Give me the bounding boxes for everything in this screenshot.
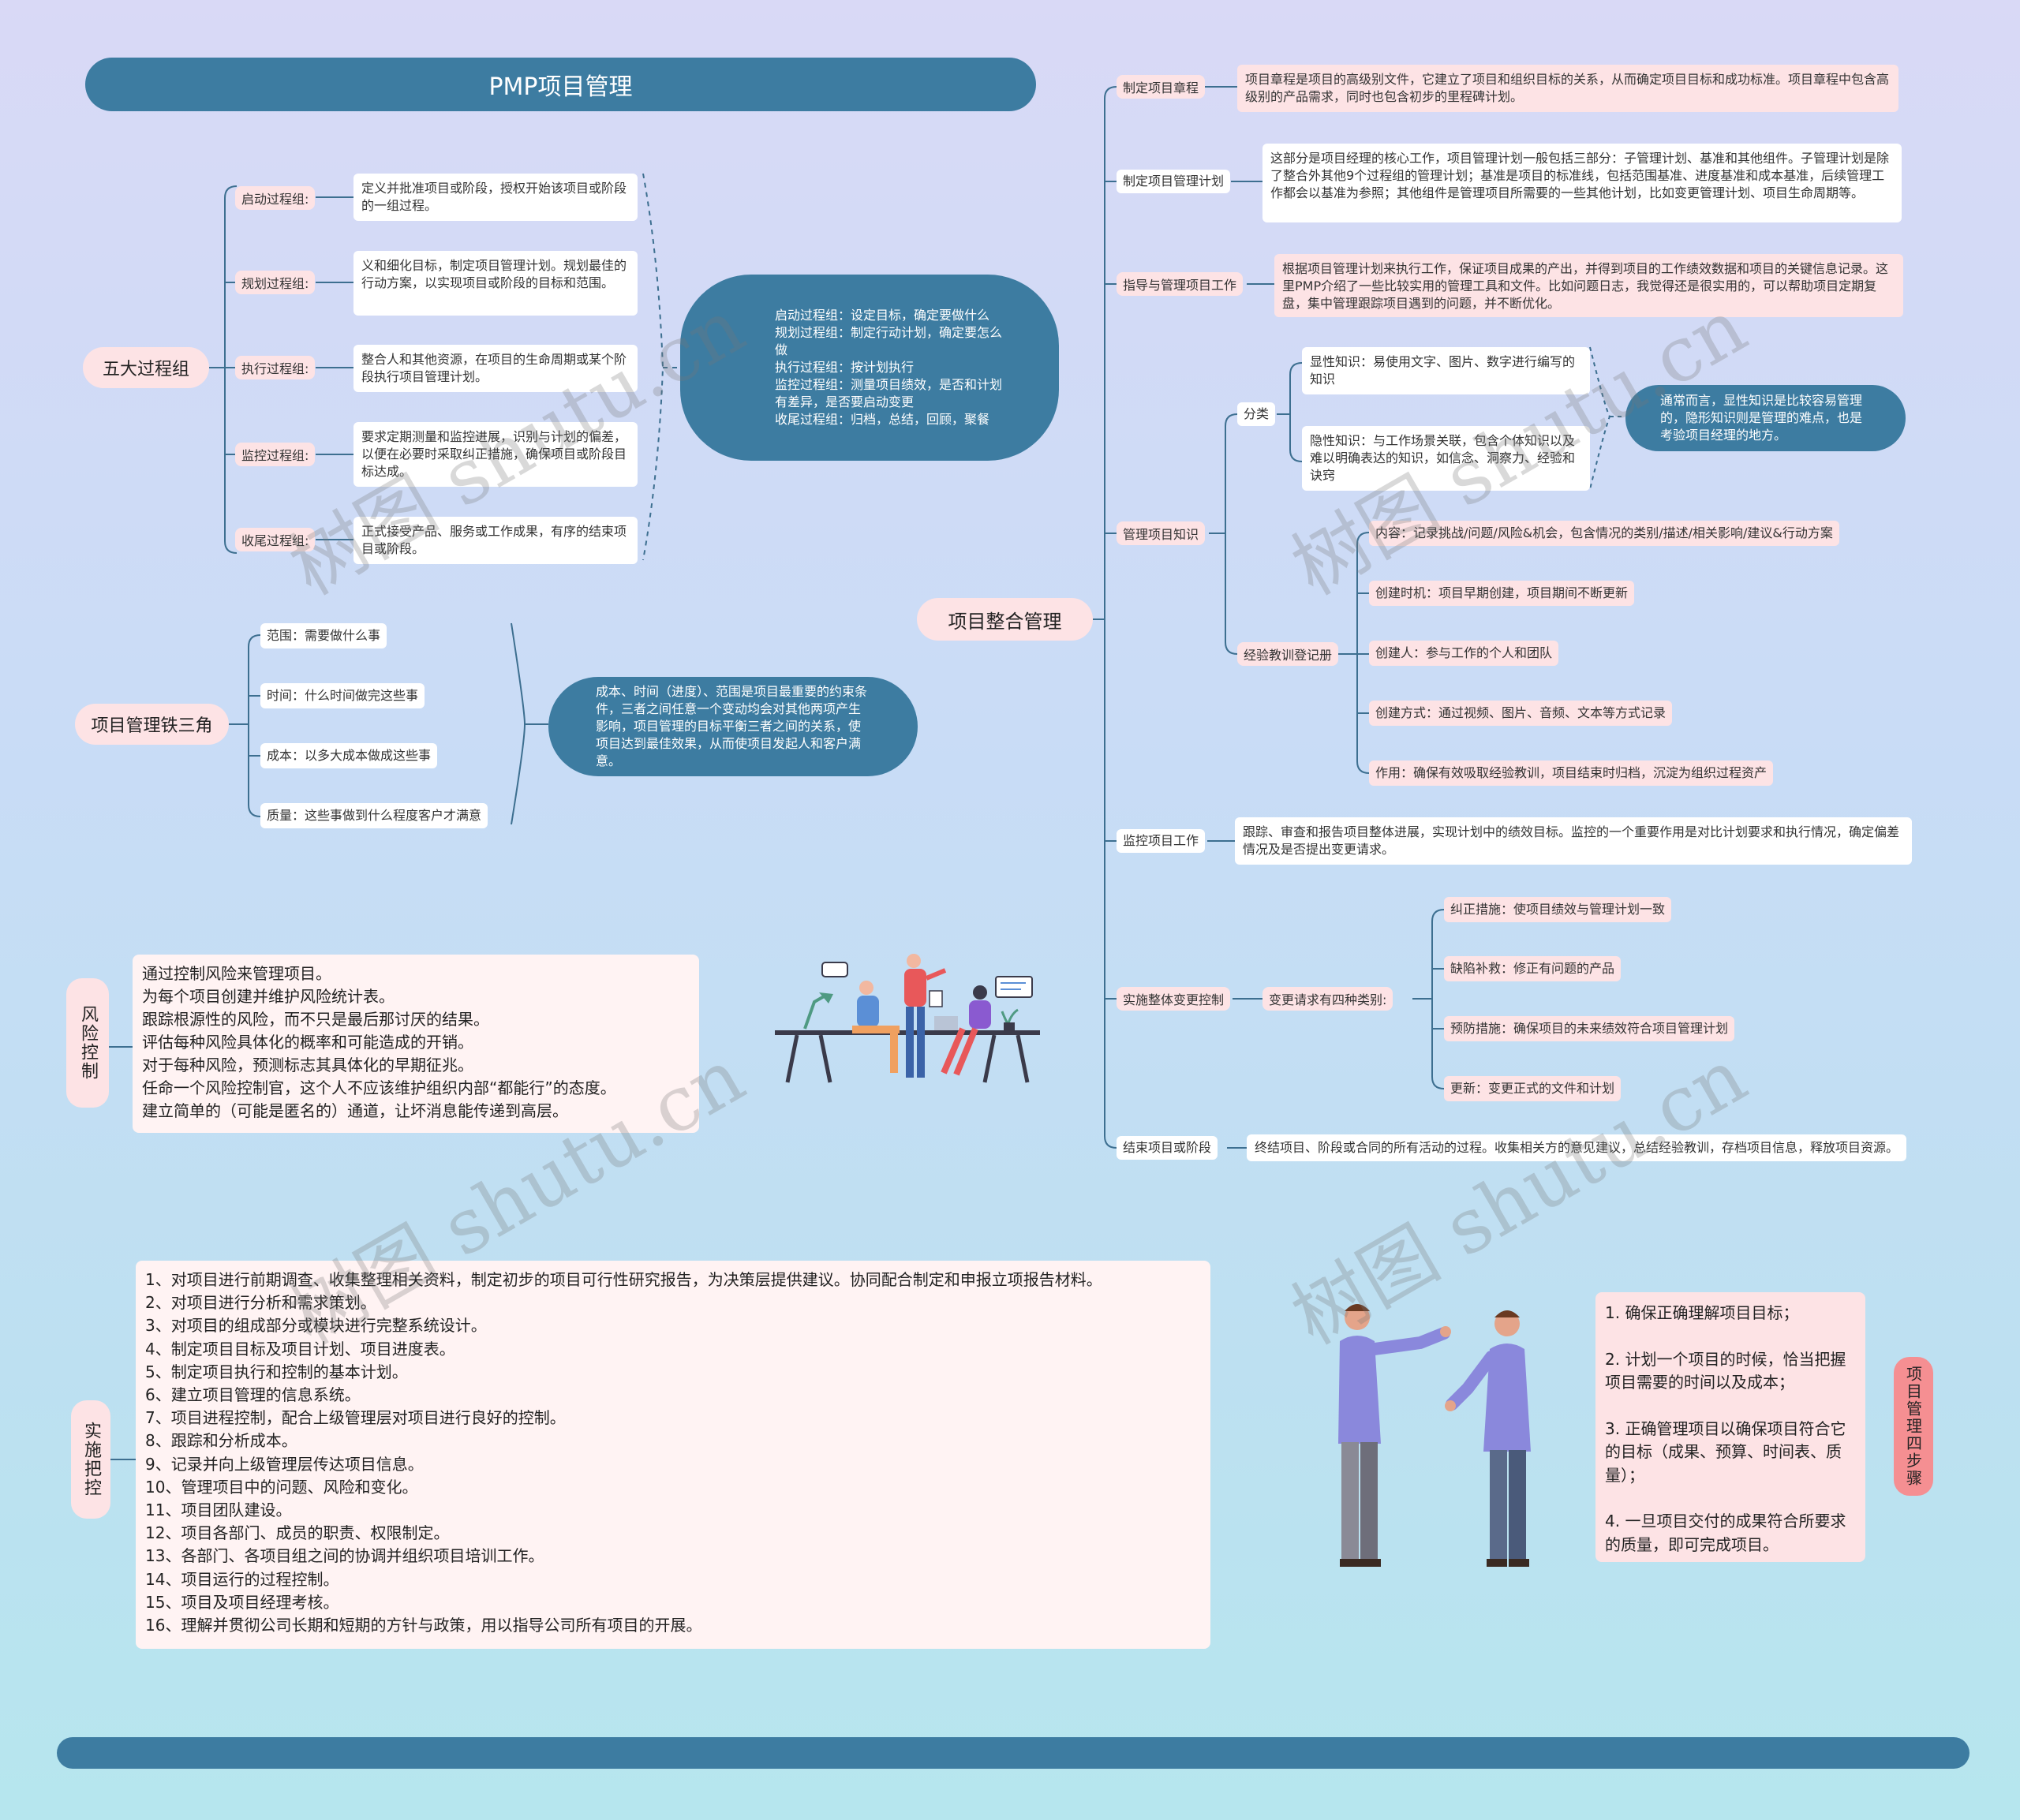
register-timing: 创建时机：项目早期创建，项目期间不断更新	[1369, 581, 1635, 606]
group-desc-planning: 义和细化目标，制定项目管理计划。规划最佳的行动方案，以实现项目或阶段的目标和范围…	[354, 251, 638, 316]
triangle-quality[interactable]: 质量：这些事做到什么程度客户才满意	[260, 803, 488, 828]
implement-line: 4、制定项目目标及项目计划、项目进度表。	[145, 1339, 455, 1358]
change-update: 更新：变更正式的文件和计划	[1444, 1076, 1622, 1101]
implement-line: 11、项目团队建设。	[145, 1500, 292, 1520]
implement-line: 9、记录并向上级管理层传达项目信息。	[145, 1454, 424, 1474]
close-label[interactable]: 结束项目或阶段	[1117, 1136, 1218, 1160]
tacit-knowledge: 隐性知识：与工作场景关联，包含个体知识以及难以明确表达的知识，如信念、洞察力、经…	[1302, 426, 1590, 491]
register-purpose: 作用：确保有效吸取经验教训，项目结束时归档，沉淀为组织过程资产	[1369, 761, 1774, 786]
direct-label[interactable]: 指导与管理项目工作	[1117, 272, 1244, 296]
plan-desc: 这部分是项目经理的核心工作，项目管理计划一般包括三部分：子管理计划、基准和其他组…	[1262, 144, 1902, 222]
business-men-illustration	[1338, 1304, 1531, 1567]
five-groups-root[interactable]: 五大过程组	[83, 347, 209, 388]
risk-line: 评估每种风险具体化的概率和可能造成的开销。	[142, 1033, 473, 1052]
group-desc-initiating: 定义并批准项目或阶段，授权开始该项目或阶段的一组过程。	[354, 174, 638, 221]
implement-line: 12、项目各部门、成员的职责、权限制定。	[145, 1523, 450, 1543]
change-label[interactable]: 实施整体变更控制	[1117, 987, 1231, 1011]
group-desc-closing: 正式接受产品、服务或工作成果，有序的结束项目或阶段。	[354, 517, 638, 564]
change-corrective: 纠正措施：使项目绩效与管理计划一致	[1444, 897, 1672, 922]
close-desc: 终结项目、阶段或合同的所有活动的过程。收集相关方的意见建议，总结经验教训，存档项…	[1247, 1134, 1907, 1161]
change-preventive: 预防措施：确保项目的未来绩效符合项目管理计划	[1444, 1016, 1735, 1041]
change-sub-label[interactable]: 变更请求有四种类别:	[1262, 987, 1393, 1011]
implement-line: 2、对项目进行分析和需求策划。	[145, 1293, 376, 1313]
page-title: PMP项目管理	[85, 58, 1036, 111]
charter-desc: 项目章程是项目的高级别文件，它建立了项目和组织目标的关系，从而确定项目目标和成功…	[1237, 65, 1898, 112]
implement-line: 1、对项目进行前期调查、收集整理相关资料，制定初步的项目可行性研究报告，为决策层…	[145, 1270, 1102, 1289]
triangle-cost[interactable]: 成本：以多大成本做成这些事	[260, 743, 438, 768]
plan-label[interactable]: 制定项目管理计划	[1117, 170, 1231, 193]
implement-line: 15、项目及项目经理考核。	[145, 1592, 339, 1612]
team-meeting-illustration	[775, 954, 1040, 1083]
monitor-label[interactable]: 监控项目工作	[1117, 829, 1206, 853]
five-groups-summary: 启动过程组：设定目标，确定要做什么 规划过程组：制定行动计划，确定要怎么做 执行…	[680, 275, 1059, 461]
implement-line: 14、项目运行的过程控制。	[145, 1569, 339, 1589]
steps-root[interactable]: 项目管理四步骤	[1894, 1357, 1933, 1496]
triangle-time[interactable]: 时间：什么时间做完这些事	[260, 683, 425, 708]
step-item: 3. 正确管理项目以确保项目符合它的目标（成果、预算、时间表、质量）；	[1605, 1418, 1846, 1485]
direct-desc: 根据项目管理计划来执行工作，保证项目成果的产出，并得到项目的工作绩效数据和项目的…	[1274, 254, 1903, 317]
risk-line: 通过控制风险来管理项目。	[142, 964, 331, 983]
risk-root[interactable]: 风险控制	[66, 978, 109, 1108]
risk-line: 为每个项目创建并维护风险统计表。	[142, 987, 395, 1006]
implement-line: 16、理解并贯彻公司长期和短期的方针与政策，用以指导公司所有项目的开展。	[145, 1616, 702, 1635]
implement-line: 5、制定项目执行和控制的基本计划。	[145, 1362, 408, 1381]
group-desc-executing: 整合人和其他资源，在项目的生命周期或某个阶段执行项目管理计划。	[354, 345, 638, 392]
group-label-closing[interactable]: 收尾过程组:	[235, 528, 316, 551]
explicit-knowledge: 显性知识：易使用文字、图片、数字进行编写的知识	[1302, 347, 1590, 394]
triangle-summary: 成本、时间（进度）、范围是项目最重要的约束条件，三者之间任意一个变动均会对其他两…	[548, 677, 918, 776]
risk-line: 建立简单的（可能是匿名的）通道，让坏消息能传递到高层。	[142, 1101, 568, 1120]
group-label-executing[interactable]: 执行过程组:	[235, 356, 316, 379]
register-creator: 创建人：参与工作的个人和团队	[1369, 641, 1559, 666]
implement-box: 1、对项目进行前期调查、收集整理相关资料，制定初步的项目可行性研究报告，为决策层…	[136, 1261, 1210, 1649]
step-item: 4. 一旦项目交付的成果符合所要求的质量，即可完成项目。	[1605, 1512, 1846, 1554]
implement-line: 6、建立项目管理的信息系统。	[145, 1385, 361, 1405]
implement-root[interactable]: 实施把控	[71, 1400, 110, 1519]
register-content: 内容：记录挑战/问题/风险&机会，包含情况的类别/描述/相关影响/建议&行动方案	[1369, 521, 1839, 546]
steps-box: 1. 确保正确理解项目目标； 2. 计划一个项目的时候，恰当把握项目需要的时间以…	[1595, 1292, 1865, 1562]
integration-root[interactable]: 项目整合管理	[917, 598, 1093, 641]
triangle-root[interactable]: 项目管理铁三角	[75, 704, 229, 745]
step-item: 2. 计划一个项目的时候，恰当把握项目需要的时间以及成本；	[1605, 1349, 1846, 1392]
step-item: 1. 确保正确理解项目目标；	[1605, 1303, 1799, 1322]
charter-label[interactable]: 制定项目章程	[1117, 75, 1206, 99]
knowledge-category[interactable]: 分类	[1237, 402, 1276, 426]
implement-line: 8、跟踪和分析成本。	[145, 1431, 297, 1451]
change-defect-repair: 缺陷补救：修正有问题的产品	[1444, 956, 1622, 981]
group-desc-monitoring: 要求定期测量和监控进展，识别与计划的偏差，以便在必要时采取纠正措施，确保项目或阶…	[354, 422, 638, 487]
implement-line: 13、各部门、各项目组之间的协调并组织项目培训工作。	[145, 1546, 544, 1566]
risk-line: 跟踪根源性的风险，而不只是最后那讨厌的结果。	[142, 1010, 489, 1029]
footer-bar	[57, 1737, 1970, 1769]
risk-box: 通过控制风险来管理项目。 为每个项目创建并维护风险统计表。 跟踪根源性的风险，而…	[133, 955, 699, 1133]
knowledge-summary: 通常而言，显性知识是比较容易管理的，隐形知识则是管理的难点，也是考验项目经理的地…	[1625, 385, 1906, 451]
implement-line: 3、对项目的组成部分或模块进行完整系统设计。	[145, 1316, 487, 1336]
group-label-planning[interactable]: 规划过程组:	[235, 271, 316, 294]
group-label-monitoring[interactable]: 监控过程组:	[235, 443, 316, 466]
knowledge-label[interactable]: 管理项目知识	[1117, 521, 1206, 545]
group-label-initiating[interactable]: 启动过程组:	[235, 186, 316, 210]
risk-line: 任命一个风险控制官，这个人不应该维护组织内部“都能行”的态度。	[142, 1078, 616, 1097]
lessons-register-label[interactable]: 经验教训登记册	[1237, 642, 1339, 666]
implement-line: 10、管理项目中的问题、风险和变化。	[145, 1477, 418, 1497]
risk-line: 对于每种风险，预测标志其具体化的早期征兆。	[142, 1056, 473, 1074]
triangle-scope[interactable]: 范围：需要做什么事	[260, 623, 387, 648]
implement-line: 7、项目进程控制，配合上级管理层对项目进行良好的控制。	[145, 1408, 566, 1428]
monitor-desc: 跟踪、审查和报告项目整体进展，实现计划中的绩效目标。监控的一个重要作用是对比计划…	[1235, 817, 1912, 865]
register-method: 创建方式：通过视频、图片、音频、文本等方式记录	[1369, 701, 1673, 726]
